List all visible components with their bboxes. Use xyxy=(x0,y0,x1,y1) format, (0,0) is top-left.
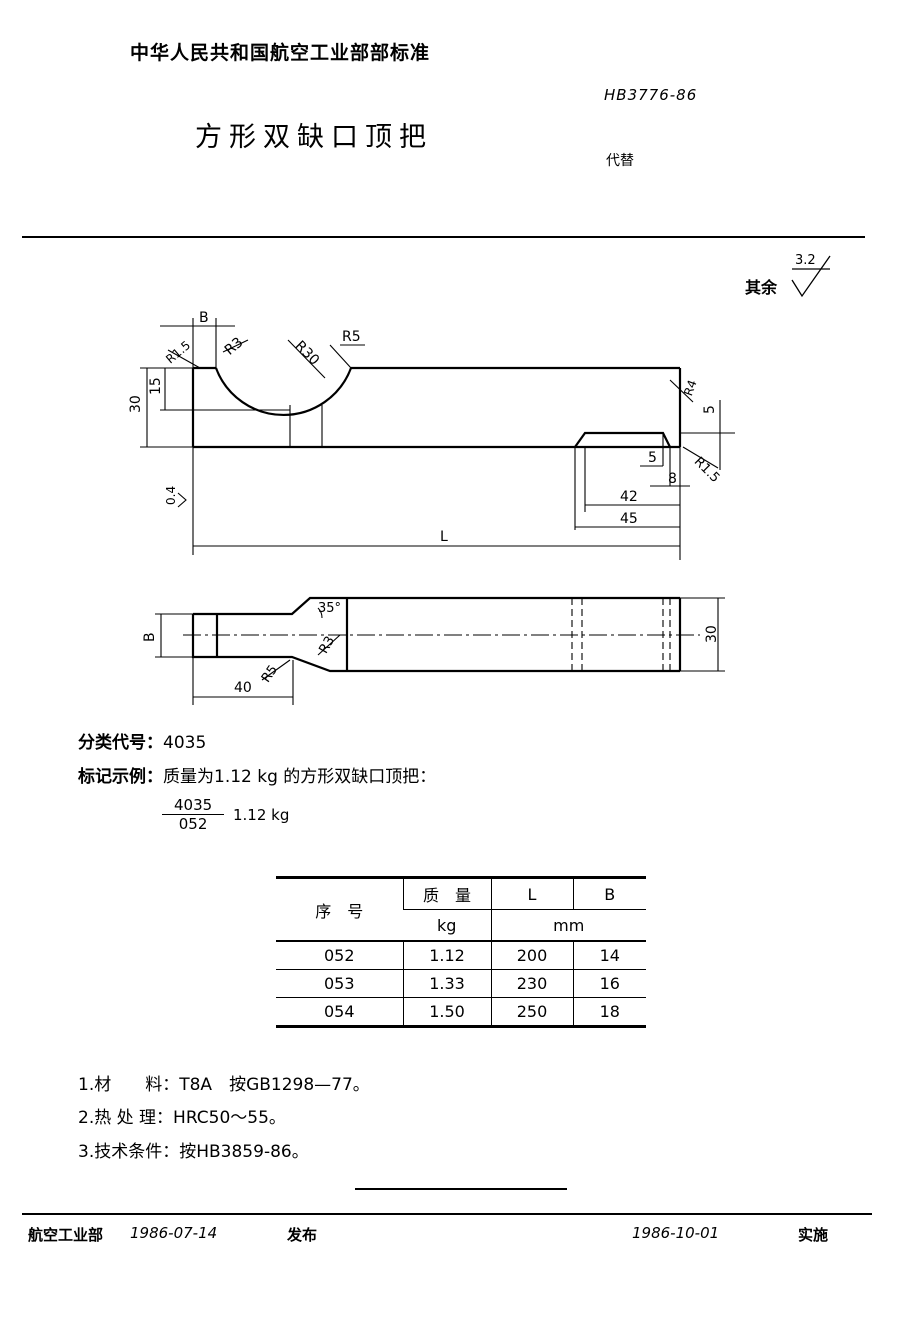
classification-label: 分类代号： xyxy=(78,733,163,753)
roughness-symbol-icon xyxy=(791,255,831,298)
dim-r5-top: R5 xyxy=(259,663,281,686)
dim-42: 42 xyxy=(620,489,638,505)
dim-l: L xyxy=(440,529,448,545)
header-length-unit: mm xyxy=(490,909,646,941)
note-material: 1.材 料：T8A 按GB1298—77。 xyxy=(78,1070,370,1095)
roughness-label: 其余 xyxy=(745,278,778,297)
dim-40: 40 xyxy=(234,680,252,696)
footer-issue-date: 1986-07-14 xyxy=(130,1224,218,1242)
table-row: 054 1.50 250 18 xyxy=(276,997,646,1027)
classification-code: 4035 xyxy=(163,733,207,753)
fraction-mass: 1.12 kg xyxy=(232,805,290,824)
cell-l: 250 xyxy=(490,997,573,1027)
note-value: HRC50～55。 xyxy=(173,1108,286,1128)
cell-l: 230 xyxy=(490,969,573,998)
dim-8: 8 xyxy=(668,471,677,487)
replaces-label: 代替 xyxy=(606,153,634,169)
dim-r30: R30 xyxy=(292,338,323,369)
cell-l: 200 xyxy=(490,941,573,970)
dim-5-vertical: 5 xyxy=(702,405,718,414)
dim-r5: R5 xyxy=(342,329,361,345)
note-label: 1.材 料： xyxy=(78,1075,180,1095)
footer-divider xyxy=(22,1213,872,1215)
marking-line: 标记示例：质量为1.12 kg 的方形双缺口顶把： xyxy=(78,762,436,787)
marking-text: 质量为1.12 kg 的方形双缺口顶把： xyxy=(163,767,437,787)
dim-r3: R3 xyxy=(222,334,247,358)
cell-seq: 052 xyxy=(323,946,355,965)
marking-fraction: 4035 052 1.12 kg xyxy=(162,796,289,833)
roughness-value: 3.2 xyxy=(795,253,816,268)
cell-b: 18 xyxy=(572,997,646,1027)
header-mass-unit: kg xyxy=(437,915,457,935)
standard-number: HB3776-86 xyxy=(604,86,698,104)
header-mass: 质 量 xyxy=(402,877,491,910)
dim-width-30: 30 xyxy=(704,625,720,643)
note-value: 按HB3859-86。 xyxy=(179,1142,309,1162)
document-title: 方形双缺口顶把 xyxy=(195,122,433,153)
note-heat-treatment: 2.热 处 理：HRC50～55。 xyxy=(78,1103,286,1128)
cell-mass: 1.50 xyxy=(402,997,491,1027)
header-l: L xyxy=(490,877,573,910)
technical-drawing: B R1.5 R3 R30 R5 30 15 R4 5 5 8 R1.5 42 … xyxy=(128,310,735,705)
footer-effective-date: 1986-10-01 xyxy=(632,1224,720,1242)
header-divider xyxy=(22,236,865,238)
cell-mass: 1.33 xyxy=(402,969,491,998)
front-view xyxy=(191,366,682,449)
cell-seq: 053 xyxy=(276,969,403,998)
dim-height-15: 15 xyxy=(148,377,164,395)
cell-b: 14 xyxy=(572,941,646,970)
fraction-bottom: 052 xyxy=(178,815,208,833)
dim-height-30: 30 xyxy=(128,395,144,413)
dim-45: 45 xyxy=(620,511,638,527)
note-label: 3.技术条件： xyxy=(78,1142,180,1162)
dim-r3-top: R3 xyxy=(316,634,338,656)
classification-line: 分类代号：4035 xyxy=(78,728,206,753)
footer-effective-word: 实施 xyxy=(798,1226,829,1244)
dim-angle: 35° xyxy=(318,601,341,616)
organization-header: 中华人民共和国航空工业部部标准 xyxy=(130,42,431,64)
cell-mass: 1.12 xyxy=(402,941,491,970)
note-value: T8A 按GB1298—77。 xyxy=(179,1075,370,1095)
header-seq: 序 号 xyxy=(315,901,364,921)
dim-5: 5 xyxy=(648,450,657,466)
dim-r1-5-right: R1.5 xyxy=(691,454,723,486)
cell-b: 16 xyxy=(572,969,646,998)
table-row: 052 1.12 200 14 xyxy=(276,941,646,970)
footer-issuer: 航空工业部 xyxy=(28,1226,104,1244)
cell-seq: 054 xyxy=(276,997,403,1027)
dim-b: B xyxy=(199,310,209,326)
end-divider xyxy=(355,1188,567,1190)
fraction-top: 4035 xyxy=(162,796,225,815)
roughness-0-4: 0.4 xyxy=(164,486,178,505)
table-row: 053 1.33 230 16 xyxy=(276,969,646,998)
marking-label: 标记示例： xyxy=(78,767,163,787)
footer-issue-word: 发布 xyxy=(287,1226,318,1244)
dim-b-top: B xyxy=(142,632,158,642)
note-label: 2.热 处 理： xyxy=(78,1108,174,1128)
spec-table: 序 号 质 量 L B kg mm 052 1.12 200 14 053 1.… xyxy=(276,876,646,1028)
dim-r4: R4 xyxy=(681,378,700,398)
note-technical-conditions: 3.技术条件：按HB3859-86。 xyxy=(78,1137,309,1162)
header-b: B xyxy=(572,877,646,910)
